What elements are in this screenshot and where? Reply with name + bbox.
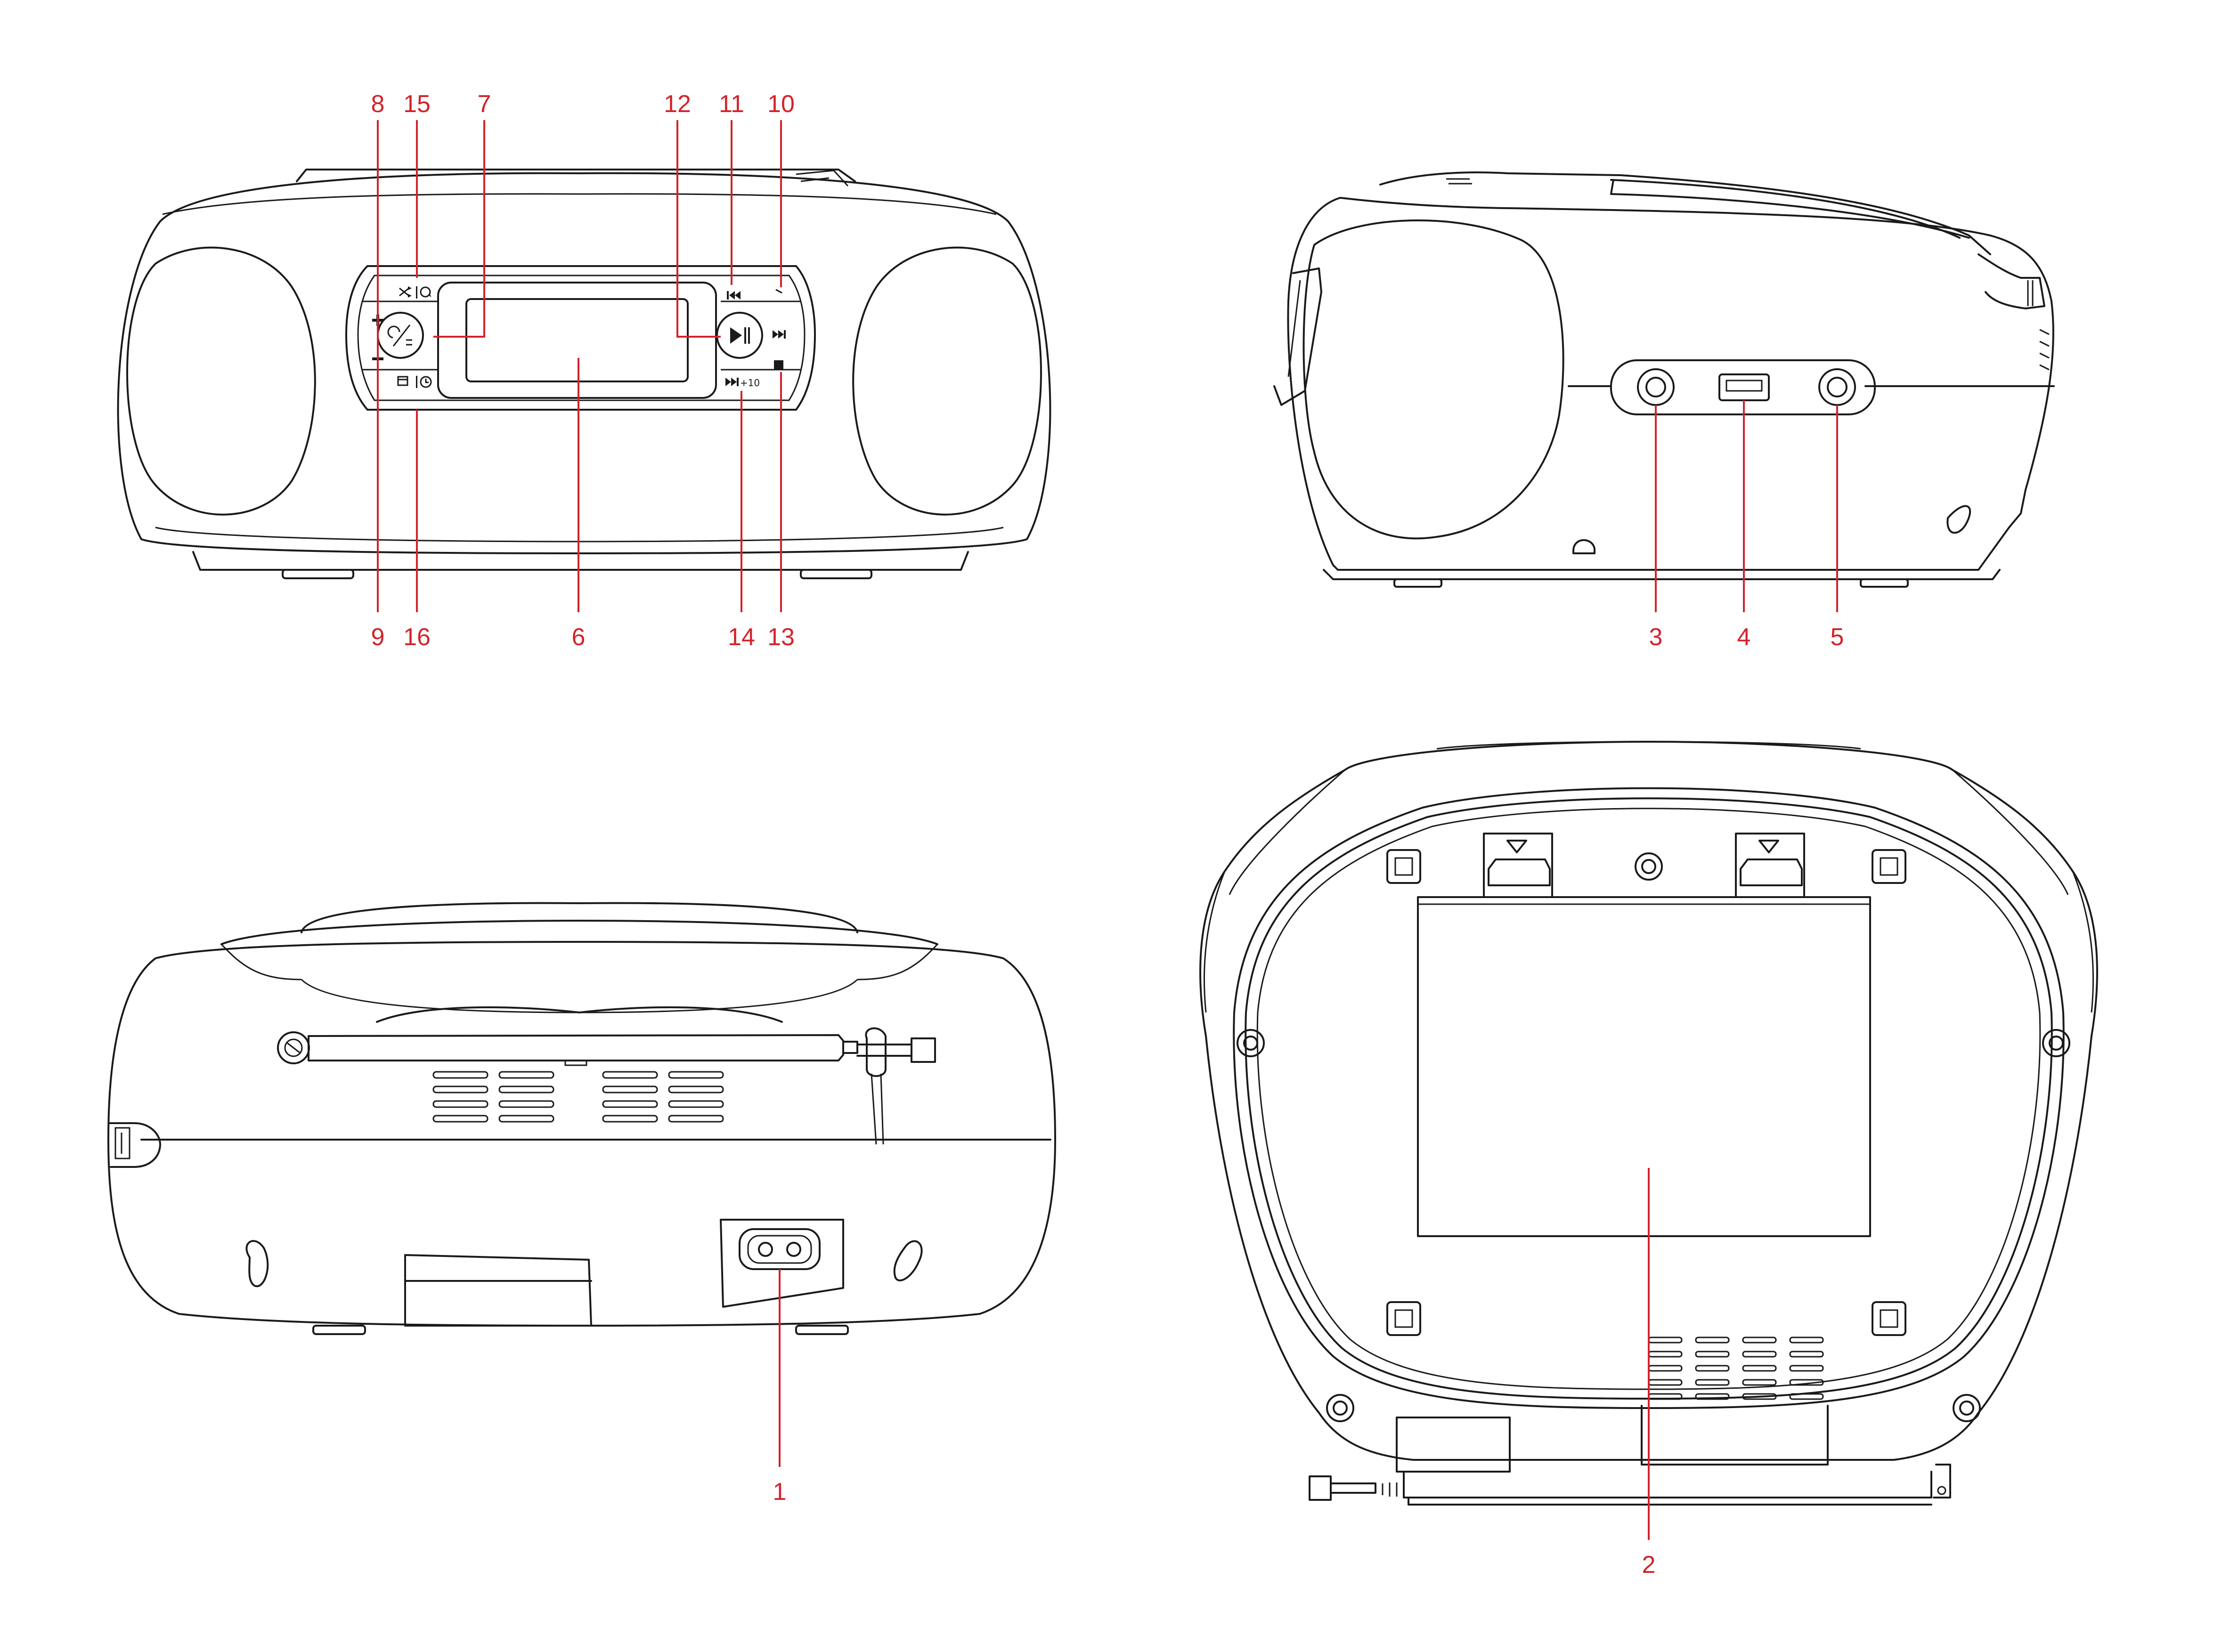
- timer-icon[interactable]: [420, 376, 432, 388]
- callout-8: 8: [371, 90, 385, 118]
- callout-leaders: [377, 120, 1838, 1540]
- bottom-rim-outer: [1233, 787, 2065, 1409]
- battery-door-latches: [1483, 833, 1805, 898]
- play-pause-icon: [730, 327, 742, 344]
- side-body: [1287, 197, 2054, 571]
- repeat-icon[interactable]: [420, 286, 431, 298]
- callout-9: 9: [371, 624, 385, 651]
- bottom-screws: [1237, 852, 2070, 1422]
- headphone-jack[interactable]: [1637, 368, 1675, 406]
- callout-10: 10: [767, 90, 795, 118]
- side-bracket: [1273, 267, 1322, 406]
- callout-numbers: 8 15 7 12 11 10 9 16 6 14 13 3 4 5 1 2: [371, 90, 1844, 1579]
- bottom-grille: [1648, 1336, 1824, 1400]
- callout-1: 1: [773, 1478, 787, 1506]
- aux-in-jack[interactable]: [1818, 368, 1856, 406]
- back-flap: [404, 1254, 592, 1327]
- callout-14: 14: [728, 624, 755, 651]
- program-icon[interactable]: [397, 376, 408, 386]
- front-body: [117, 172, 1051, 554]
- skip-plus-ten-label: +10: [740, 377, 760, 389]
- callout-12: 12: [664, 90, 691, 118]
- front-control-panel: [345, 265, 816, 411]
- front-foot-left: [282, 569, 354, 579]
- skip-previous-icon[interactable]: [727, 291, 741, 300]
- bottom-body: [1199, 741, 2098, 1461]
- front-display-bezel: [437, 282, 717, 399]
- antenna-clip: [865, 1027, 887, 1077]
- back-view: [107, 902, 1056, 1335]
- callout-3: 3: [1649, 624, 1663, 651]
- back-lid: [301, 902, 858, 933]
- front-display: [465, 298, 689, 382]
- callout-4: 4: [1737, 624, 1751, 651]
- back-body: [107, 941, 1056, 1327]
- back-side-knob: [108, 1122, 161, 1168]
- callout-6: 6: [572, 624, 586, 651]
- telescopic-antenna: [308, 1034, 844, 1061]
- front-lid: [296, 169, 856, 182]
- skip-next-icon[interactable]: [773, 330, 786, 339]
- bottom-feet: [1386, 849, 1906, 1336]
- side-lid: [1379, 171, 1991, 255]
- battery-compartment[interactable]: [1417, 896, 1871, 1237]
- front-base: [192, 551, 969, 571]
- side-antenna-knob: [1978, 253, 2045, 309]
- back-grille: [432, 1071, 724, 1123]
- callout-2: 2: [1642, 1551, 1656, 1579]
- callout-5: 5: [1831, 624, 1844, 651]
- front-speaker-right: [852, 246, 1042, 516]
- side-view: [1273, 171, 2055, 588]
- front-view: +10: [117, 169, 1051, 579]
- play-pause-button[interactable]: [716, 312, 763, 359]
- side-speaker: [1302, 219, 1564, 540]
- function-button[interactable]: [377, 312, 424, 359]
- callout-16: 16: [403, 624, 431, 651]
- callout-13: 13: [767, 624, 795, 651]
- fast-forward-icon[interactable]: +10: [725, 377, 760, 389]
- function-icon: [387, 324, 412, 347]
- ac-socket-housing: [720, 1219, 844, 1308]
- stop-icon[interactable]: [774, 360, 783, 370]
- front-foot-right: [800, 569, 872, 579]
- shuffle-icon[interactable]: [399, 286, 412, 298]
- bottom-view: [1199, 741, 2098, 1506]
- callout-7: 7: [478, 90, 491, 118]
- front-speaker-left: [126, 246, 316, 516]
- callout-11: 11: [719, 90, 744, 118]
- callout-15: 15: [403, 90, 431, 118]
